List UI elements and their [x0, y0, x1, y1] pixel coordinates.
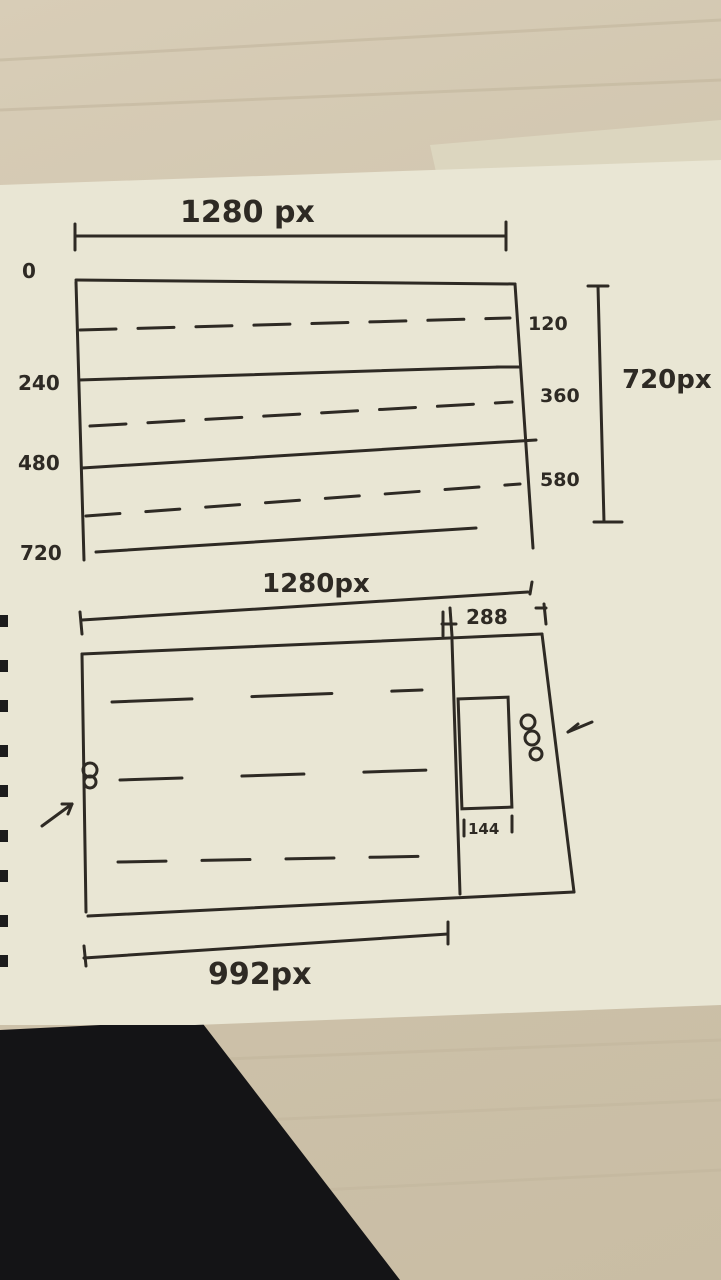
left-tick-720: 720 [20, 541, 62, 565]
left-tick-480: 480 [18, 451, 60, 475]
top-width-label: 1280 px [180, 195, 315, 230]
left-tick-0: 0 [22, 259, 36, 283]
right-tick-580: 580 [540, 469, 580, 491]
panel-width-label: 288 [466, 605, 508, 629]
top-height-label: 720px [622, 365, 712, 395]
panel-item-label: 144 [468, 820, 499, 838]
left-tick-240: 240 [18, 371, 60, 395]
right-tick-360: 360 [540, 385, 580, 407]
main-width-label: 992px [208, 957, 311, 992]
bottom-width-label: 1280px [262, 569, 370, 599]
dark-corner [0, 1020, 400, 1280]
right-tick-120: 120 [528, 313, 568, 335]
